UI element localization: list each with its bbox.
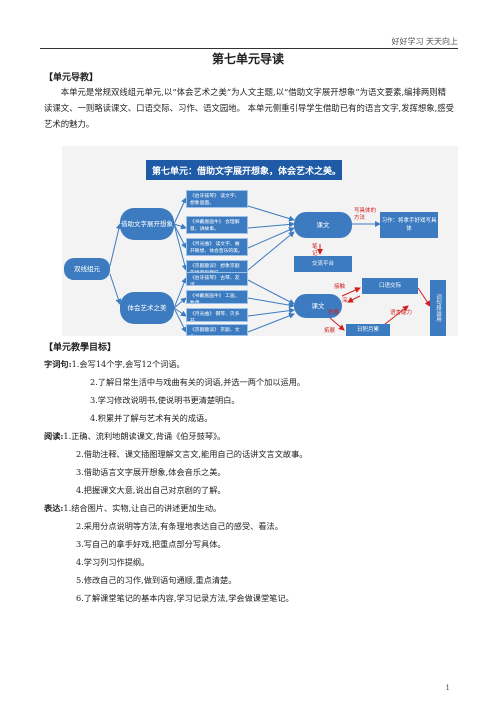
label-xie-juti: 写具体的方法 [354, 208, 377, 221]
kewen-top-node: 课文 [294, 212, 352, 238]
goal-item: 3.写自己的拿手好戏,把重点部分写具体。 [76, 539, 226, 549]
goal-item: 4.积累并了解与艺术有关的成语。 [90, 413, 213, 423]
richang-node: 日积月累 [346, 324, 390, 336]
bottom-item-4: 《京剧趣谈》 京剧、文化。 [186, 324, 248, 336]
kouyu-node: 口语交际 [362, 278, 418, 294]
top-item-2: 《书戴嵩画牛》 会理解意、讲故事。 [186, 216, 248, 234]
intro-paragraph: 本单元是常规双线组元单元,以“体会艺术之美”为人文主题,以“借助文字展开想象”为… [44, 87, 454, 129]
label-biji: 笔记 [312, 244, 318, 257]
cihuo-node: 词句段运用 [430, 280, 446, 336]
diagram-banner: 第七单元：借助文字展开想象，体会艺术之美。 [146, 160, 342, 180]
root-node: 双线组元 [64, 258, 110, 280]
label-jiliang: 积累 [328, 310, 340, 316]
header-motto: 好好学习 天天向上 [391, 37, 458, 46]
goal-line: 表达:1.结合图片、实物,让自己的讲述更加生动。 [44, 502, 221, 514]
branch-imagination: 借助文字展开想象 [120, 208, 174, 240]
goal-item: 2.借助注释、课文插图理解文言文,能用自己的话讲文言文故事。 [76, 449, 308, 459]
unit-structure-diagram: 第七单元：借助文字展开想象，体会艺术之美。 双线组元 借助文字展开想象 体会艺术… [62, 146, 458, 336]
diagram-connectors [109, 197, 431, 333]
bottom-item-3: 《月光曲》 钢琴、贝多芬。 [186, 308, 248, 322]
page-title: 第七单元导读 [211, 52, 284, 66]
label-jiechu: 接触 [334, 284, 346, 290]
goal-line: 字词句:1.会写14个字,会写12个词语。 [44, 358, 185, 370]
goal-item: 2.采用分点说明等方法,有条理地表达自己的感受、看法。 [76, 521, 283, 531]
goal-item: 4.把握课文大意,说出自己对京剧的了解。 [76, 485, 226, 495]
goal-item: 3.借助语言文字展开想象,体会音乐之美。 [76, 467, 226, 477]
goal-item: 1.会写14个字,会写12个词语。 [71, 359, 185, 369]
goal-item: 1.结合图片、实物,让自己的讲述更加生动。 [63, 503, 222, 513]
top-item-1: 《伯牙鼓琴》 读文字、想象画面。 [186, 190, 248, 208]
header-divider [40, 48, 458, 49]
label-tuozhan: 拓展 [324, 328, 336, 334]
goal-item: 4.学习列习作提纲。 [76, 557, 150, 567]
goal-group-label: 字词句: [44, 359, 72, 369]
xizuo-node: 习作：将拿手好戏写具体 [380, 212, 438, 238]
label-shenru: 深入 [342, 298, 354, 304]
goal-item: 6.了解课堂笔记的基本内容,学习记录方法,学会做课堂笔记。 [76, 593, 294, 603]
goal-item: 1.正确、流利地朗读课文,背诵《伯牙鼓琴》。 [63, 431, 226, 441]
kewen-bottom-node: 课文 [294, 294, 342, 318]
bottom-item-1: 《伯牙鼓琴》 古琴、友谊。 [186, 272, 248, 286]
goal-item: 2.了解日常生活中与戏曲有关的词语,并选一两个加以运用。 [90, 377, 306, 387]
jiaoliu-node: 交流平台 [294, 256, 352, 272]
branch-art: 体会艺术之美 [120, 292, 174, 324]
goal-group-label: 阅读: [44, 431, 64, 441]
goal-item: 3.学习修改说明书,使说明书更清楚明白。 [90, 395, 240, 405]
top-item-3: 《月光曲》 读文字、展开联想、体会音乐的美。 [186, 238, 248, 256]
goals-heading: 【单元教學目标】 [44, 343, 117, 353]
bottom-item-2: 《书戴嵩画牛》 工画、牧童。 [186, 290, 248, 304]
intro-heading: 【单元导教】 [44, 73, 99, 83]
goal-group-label: 表达: [44, 503, 64, 513]
goal-item: 5.修改自己的习作,做到语句通顺,重点清楚。 [76, 575, 237, 585]
goal-line: 阅读:1.正确、流利地朗读课文,背诵《伯牙鼓琴》。 [44, 430, 225, 442]
label-yuyan: 语言能力 [390, 310, 413, 316]
page-number: 1 [445, 684, 450, 692]
